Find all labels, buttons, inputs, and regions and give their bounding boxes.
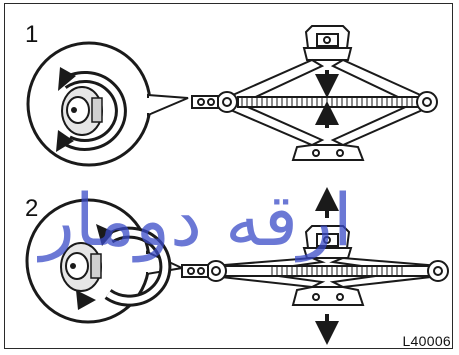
step-1-jack	[191, 25, 438, 161]
step-number-1: 1	[25, 21, 39, 48]
step-1-group	[26, 25, 438, 167]
step-2-jack	[181, 225, 449, 306]
step-2-crank-detail	[25, 198, 186, 324]
watermark: ﺍﺭﻗﻪ ﺩﻭﻣﺎﺭ	[40, 178, 353, 262]
step-2-group	[25, 187, 449, 345]
step-number-2: 2	[25, 195, 39, 222]
step-1-crank-detail	[26, 41, 189, 167]
rotate-arrow-icon	[96, 224, 114, 246]
rotate-arrow-icon	[58, 67, 76, 91]
figure-code: L40006	[402, 333, 451, 349]
